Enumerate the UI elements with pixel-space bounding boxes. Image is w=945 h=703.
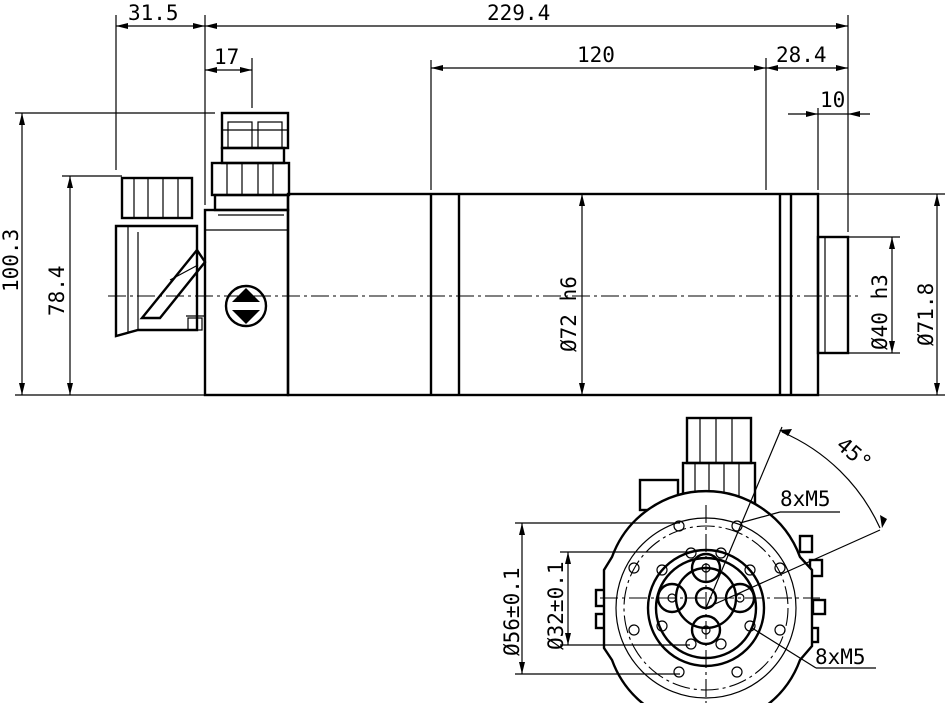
rear-housing: [203, 208, 290, 397]
dim-28-4: 28.4: [776, 43, 827, 67]
dia-40-h3: Ø40 h3: [868, 274, 892, 350]
dim-78-4: 78.4: [45, 265, 69, 316]
dia-71-8: Ø71.8: [914, 283, 938, 346]
flow-symbol: [224, 284, 268, 328]
top-connector: [210, 111, 291, 212]
dim-100-3: 100.3: [0, 229, 23, 292]
dia-56: Ø56±0.1: [500, 567, 524, 656]
holes-outer-label: 8xM5: [780, 487, 831, 511]
dim-229-4: 229.4: [487, 1, 550, 25]
dim-17: 17: [214, 45, 239, 69]
side-view: 31.5 229.4 17 120 28.4 10 100.3: [0, 1, 945, 397]
front-flange: [602, 489, 814, 703]
holes-inner-label: 8xM5: [815, 645, 866, 669]
side-connector: [114, 176, 207, 338]
motor-body: [286, 192, 820, 397]
dim-10: 10: [820, 88, 845, 112]
shaft-nose: [816, 235, 850, 355]
dia-32: Ø32±0.1: [544, 561, 568, 650]
dia-72-h6: Ø72 h6: [557, 276, 581, 352]
dim-31-5: 31.5: [128, 1, 179, 25]
front-view: 45° 8xM5 8xM5 Ø56±0.1 Ø32±0.1: [500, 416, 887, 703]
dim-120: 120: [577, 43, 615, 67]
